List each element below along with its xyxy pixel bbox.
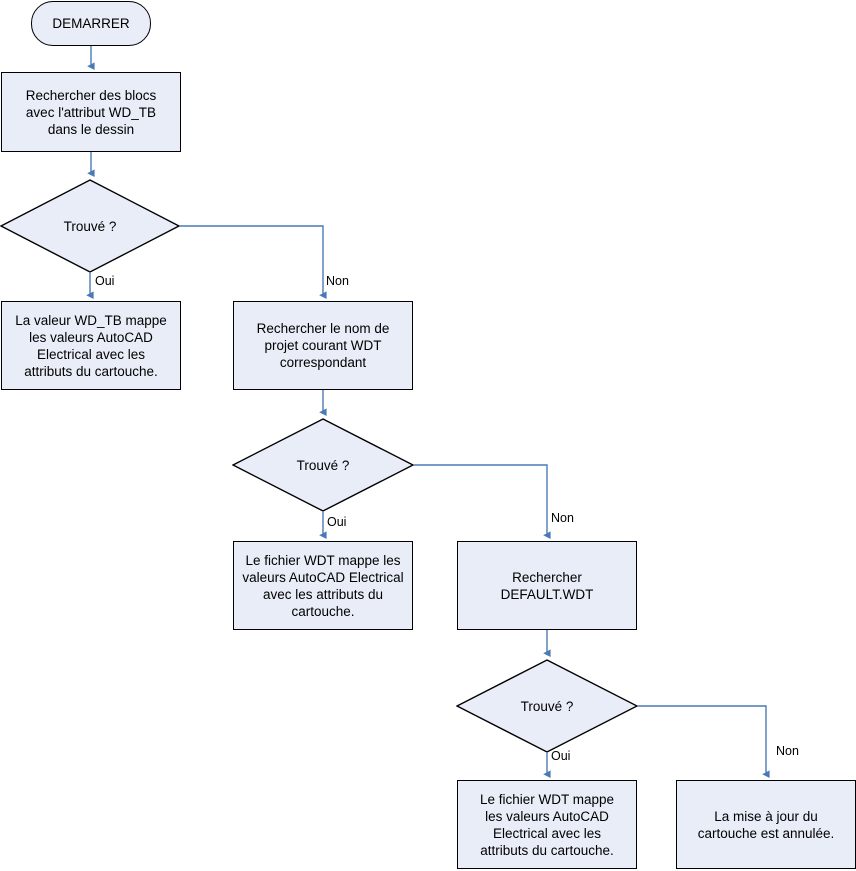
node-label: La valeur WD_TB mappe les valeurs AutoCA… (15, 312, 167, 379)
node-label: Rechercher le nom de projet courant WDT … (256, 321, 390, 370)
node-label: Trouvé ? (520, 698, 574, 714)
node-result-wdtb[interactable]: La valeur WD_TB mappe les valeurs AutoCA… (1, 301, 181, 390)
connector-decision3-non (638, 705, 770, 778)
node-search-default-wdt[interactable]: Rechercher DEFAULT.WDT (457, 541, 637, 630)
node-label: Le fichier WDT mappe les valeurs AutoCAD… (242, 552, 404, 619)
node-label: Le fichier WDT mappe les valeurs AutoCAD… (479, 791, 615, 858)
decision-outline (232, 418, 414, 512)
edge-label-non-1: Non (326, 274, 349, 288)
node-decision-1[interactable]: Trouvé ? (0, 179, 180, 273)
edge-label-non-3: Non (776, 744, 799, 758)
node-search-blocks[interactable]: Rechercher des blocs avec l'attribut WD_… (1, 72, 181, 152)
node-decision-2[interactable]: Trouvé ? (232, 418, 414, 512)
edge-label-non-2: Non (551, 511, 574, 525)
node-label: Trouvé ? (296, 457, 350, 473)
edge-label-oui-3: Oui (551, 749, 571, 763)
edge-label-oui-1: Oui (95, 274, 115, 288)
decision-outline (0, 179, 180, 273)
connector-decision2-non (414, 464, 551, 539)
edge-label-oui-2: Oui (327, 515, 347, 529)
node-label: Rechercher des blocs avec l'attribut WD_… (25, 87, 157, 137)
node-label: DEMARRER (52, 16, 130, 31)
node-label: La mise à jour du cartouche est annulée. (697, 808, 835, 841)
node-start[interactable]: DEMARRER (31, 1, 151, 46)
node-result-wdt-file[interactable]: Le fichier WDT mappe les valeurs AutoCAD… (233, 541, 413, 630)
node-label: Rechercher DEFAULT.WDT (500, 569, 594, 602)
node-label: Trouvé ? (63, 218, 117, 234)
decision-outline (456, 659, 638, 753)
node-decision-3[interactable]: Trouvé ? (456, 659, 638, 753)
node-result-default-wdt[interactable]: Le fichier WDT mappe les valeurs AutoCAD… (457, 780, 637, 869)
node-search-project-wdt[interactable]: Rechercher le nom de projet courant WDT … (233, 301, 413, 390)
node-result-cancelled[interactable]: La mise à jour du cartouche est annulée. (676, 780, 856, 869)
connector-decision1-non (180, 225, 327, 299)
